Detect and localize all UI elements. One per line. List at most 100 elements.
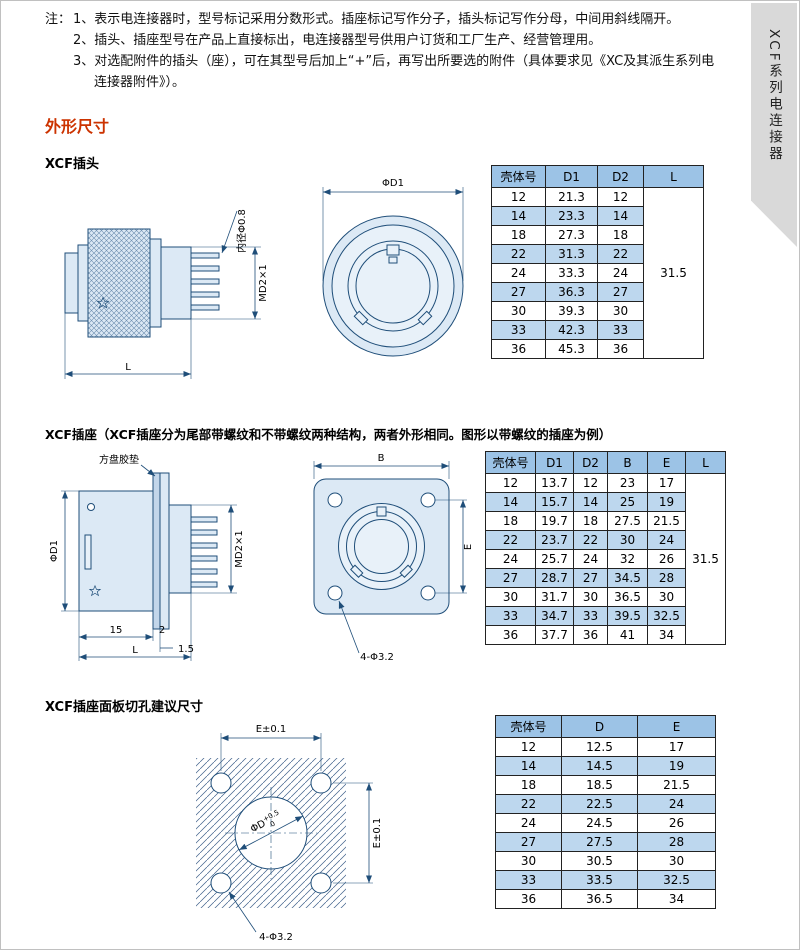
table-cell: 42.3 <box>545 320 598 340</box>
table-header-cell: B <box>607 451 648 474</box>
table-cell: 41 <box>607 625 648 645</box>
table-cell: 23.3 <box>545 206 598 226</box>
socket-title: XCF插座（XCF插座分为尾部带螺纹和不带螺纹两种结构，两者外形相同。图形以带螺… <box>45 427 612 442</box>
table-cell: 18 <box>485 511 536 531</box>
table-cell: 34.7 <box>535 606 574 626</box>
table-cell: 45.3 <box>545 339 598 359</box>
table-cell: 25 <box>607 492 648 512</box>
table-cell: 23 <box>607 473 648 493</box>
table-cell: 24 <box>647 530 686 550</box>
table-cell: 32.5 <box>647 606 686 626</box>
table-cell: 36.5 <box>607 587 648 607</box>
keyway <box>386 244 400 256</box>
socket-length-label: L <box>132 645 138 656</box>
table-cell: 17 <box>637 737 716 757</box>
knurled-nut <box>87 228 151 338</box>
socket-height-label: E <box>463 544 474 550</box>
gasket-label: 方盘胶垫 <box>99 453 139 466</box>
socket-holes-label: 4-Φ3.2 <box>360 652 394 663</box>
table-cell: 34.5 <box>607 568 648 588</box>
table-cell: 30 <box>597 301 644 321</box>
cutout-e-right-label: E±0.1 <box>372 818 383 849</box>
table-cell: 14.5 <box>561 756 638 776</box>
cutout-title: XCF插座面板切孔建议尺寸 <box>45 700 203 715</box>
table-cell: 27.5 <box>607 511 648 531</box>
table-cell: 12 <box>573 473 608 493</box>
plug-length-label: L <box>125 362 131 373</box>
table-cell: 23.7 <box>535 530 574 550</box>
table-cell: 36 <box>495 889 562 909</box>
table-cell: 22 <box>597 244 644 264</box>
table-cell: 30 <box>637 851 716 871</box>
table-header-cell: 壳体号 <box>495 715 562 738</box>
keyway <box>376 506 387 517</box>
table-cell: 19.7 <box>535 511 574 531</box>
notes-block: 注： 1、表示电连接器时，型号标记采用分数形式。插座标记写作分子，插头标记写作分… <box>45 9 721 93</box>
socket-dim2-label: 2 <box>159 625 165 636</box>
table-cell: 26 <box>647 549 686 569</box>
table-cell: 30 <box>491 301 546 321</box>
table-cell: 39.5 <box>607 606 648 626</box>
table-cell: 27 <box>485 568 536 588</box>
table-merged-cell: 31.5 <box>643 187 704 359</box>
gasket-plate <box>152 472 161 630</box>
table-cell: 36 <box>491 339 546 359</box>
table-cell: 39.3 <box>545 301 598 321</box>
table-cell: 24.5 <box>561 813 638 833</box>
table-cell: 37.7 <box>535 625 574 645</box>
table-cell: 18 <box>597 225 644 245</box>
table-header-cell: 壳体号 <box>491 165 546 188</box>
table-cell: 27 <box>597 282 644 302</box>
panel-cutout-drawing: E±0.1 E±0.1 ΦD+0.50 4-Φ3.2 <box>196 724 383 943</box>
table-header-cell: D1 <box>535 451 574 474</box>
mounting-hole <box>327 492 343 508</box>
table-cell: 18 <box>573 511 608 531</box>
table-cell: 36.3 <box>545 282 598 302</box>
table-header-cell: D <box>561 715 638 738</box>
socket-dia-label: ΦD1 <box>49 540 60 562</box>
star-mark <box>96 296 110 309</box>
table-cell: 22 <box>491 244 546 264</box>
table-cell: 26 <box>637 813 716 833</box>
table-cell: 25.7 <box>535 549 574 569</box>
table-cell: 27 <box>495 832 562 852</box>
table-cell: 30 <box>607 530 648 550</box>
table-cell: 33 <box>485 606 536 626</box>
table-cell: 14 <box>491 206 546 226</box>
table-cell: 14 <box>573 492 608 512</box>
table-cell: 18 <box>491 225 546 245</box>
socket-front-view-drawing: B E 4-Φ3.2 <box>313 453 474 663</box>
table-cell: 27.3 <box>545 225 598 245</box>
table-header-cell: D1 <box>545 165 598 188</box>
table-cell: 24 <box>491 263 546 283</box>
table-cell: 33 <box>597 320 644 340</box>
table-cell: 12.5 <box>561 737 638 757</box>
table-cell: 36.5 <box>561 889 638 909</box>
table-cell: 28 <box>647 568 686 588</box>
table-cell: 27 <box>573 568 608 588</box>
socket-dim15-label: 15 <box>110 625 123 636</box>
table-cell: 22 <box>485 530 536 550</box>
table-cell: 22 <box>495 794 562 814</box>
table-cell: 33 <box>573 606 608 626</box>
table-cell: 24 <box>637 794 716 814</box>
table-cell: 18 <box>495 775 562 795</box>
table-cell: 19 <box>647 492 686 512</box>
